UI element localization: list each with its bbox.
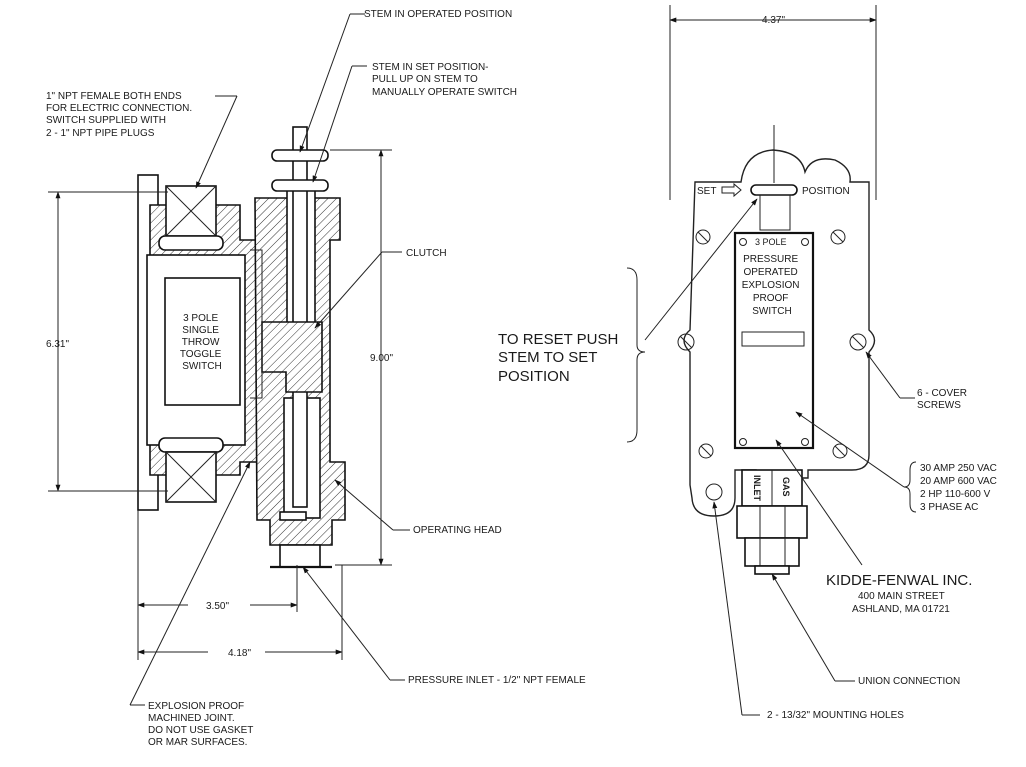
callout-explosion-proof-joint: EXPLOSION PROOF MACHINED JOINT. DO NOT U…: [148, 701, 256, 748]
reset-note-group: TO RESET PUSH STEM TO SET POSITION: [498, 198, 758, 443]
nameplate: [733, 231, 815, 450]
company-name: KIDDE-FENWAL INC.: [826, 572, 972, 589]
front-stem-knob: [750, 184, 798, 196]
dim-width-3-50: 3.50": [206, 601, 229, 612]
inlet-label: INLET: [752, 475, 762, 502]
gas-label: GAS: [781, 477, 791, 497]
company-street: 400 MAIN STREET: [858, 591, 945, 602]
toggle-switch-block: [164, 277, 241, 406]
callout-stem-set: STEM IN SET POSITION- PULL UP ON STEM TO…: [372, 62, 517, 98]
dim-height-6-31: 6.31": [46, 339, 69, 350]
toggle-switch-label: 3 POLE SINGLE THROW TOGGLE SWITCH: [180, 313, 224, 372]
dim-width-4-18: 4.18": [228, 648, 251, 659]
position-label: POSITION: [802, 186, 850, 197]
electrical-ratings: 30 AMP 250 VAC 20 AMP 600 VAC 2 HP 110-6…: [920, 463, 1000, 513]
callout-npt-female: 1" NPT FEMALE BOTH ENDS FOR ELECTRIC CON…: [46, 91, 195, 139]
nameplate-title: PRESSURE OPERATED EXPLOSION PROOF SWITCH: [742, 254, 803, 317]
right-front-view: 4.37" SET POSITION 3 POLE PRESSURE OPERA…: [669, 5, 1000, 721]
stem: [292, 126, 308, 508]
cover-screws: [677, 229, 867, 459]
left-section-view: 6.31" 9.00" 3.50" 4.18" STEM IN OPERATED…: [46, 9, 586, 748]
enclosure-body: [683, 149, 876, 517]
nameplate-window: [741, 331, 805, 347]
dim-height-9-00: 9.00": [370, 353, 393, 364]
mounting-hole: [705, 483, 723, 501]
callout-union-connection: UNION CONNECTION: [858, 676, 960, 687]
set-arrow-icon: [721, 182, 742, 198]
union-connection: [736, 505, 808, 539]
callout-operating-head: OPERATING HEAD: [413, 525, 502, 536]
stem-knob-set: [271, 179, 329, 192]
callout-stem-operated: STEM IN OPERATED POSITION: [364, 9, 512, 20]
company-city: ASHLAND, MA 01721: [852, 604, 950, 615]
callout-clutch: CLUTCH: [406, 248, 447, 259]
reset-note: TO RESET PUSH STEM TO SET POSITION: [498, 331, 622, 385]
dim-width-4-37: 4.37": [762, 15, 785, 26]
nameplate-poles: 3 POLE: [755, 237, 787, 247]
set-label: SET: [697, 186, 716, 197]
callout-cover-screws: 6 - COVER SCREWS: [917, 388, 970, 411]
callout-pressure-inlet: PRESSURE INLET - 1/2" NPT FEMALE: [408, 675, 586, 686]
callout-mounting-holes: 2 - 13/32" MOUNTING HOLES: [767, 710, 904, 721]
pressure-inlet-port: [279, 544, 321, 568]
